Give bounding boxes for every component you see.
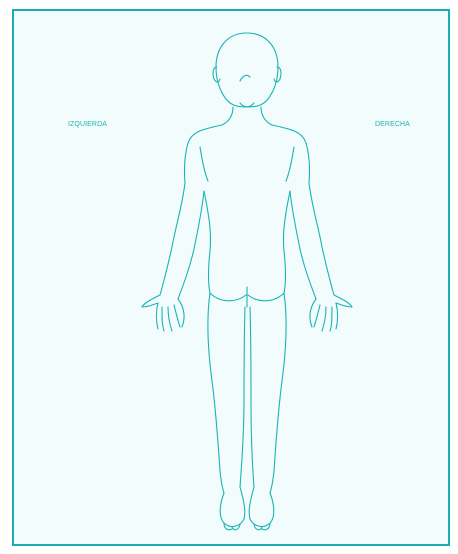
right-arm-inner [290, 191, 316, 299]
hairline [240, 75, 250, 81]
right-leg-outer [270, 293, 286, 493]
right-leg-inner [250, 307, 254, 487]
right-hand [310, 295, 352, 331]
head-outline [216, 33, 278, 107]
left-shoulder [184, 125, 222, 183]
left-leg-inner [240, 307, 245, 487]
right-scapula [286, 147, 294, 181]
right-arm-outer [309, 183, 334, 295]
right-foot [249, 487, 274, 526]
body-diagram-panel: IZQUIERDA DERECHA [12, 9, 450, 546]
left-scapula [200, 147, 208, 181]
neck-left [222, 107, 233, 125]
nape [240, 103, 254, 107]
left-foot [220, 487, 245, 526]
neck-right [261, 107, 272, 125]
left-arm-inner [178, 191, 204, 299]
left-hand [142, 295, 184, 331]
left-leg-outer [208, 293, 224, 493]
right-flank [283, 191, 290, 293]
body-outline-figure [14, 11, 448, 544]
left-arm-outer [160, 183, 185, 295]
left-flank [204, 191, 211, 293]
right-shoulder [272, 125, 310, 183]
